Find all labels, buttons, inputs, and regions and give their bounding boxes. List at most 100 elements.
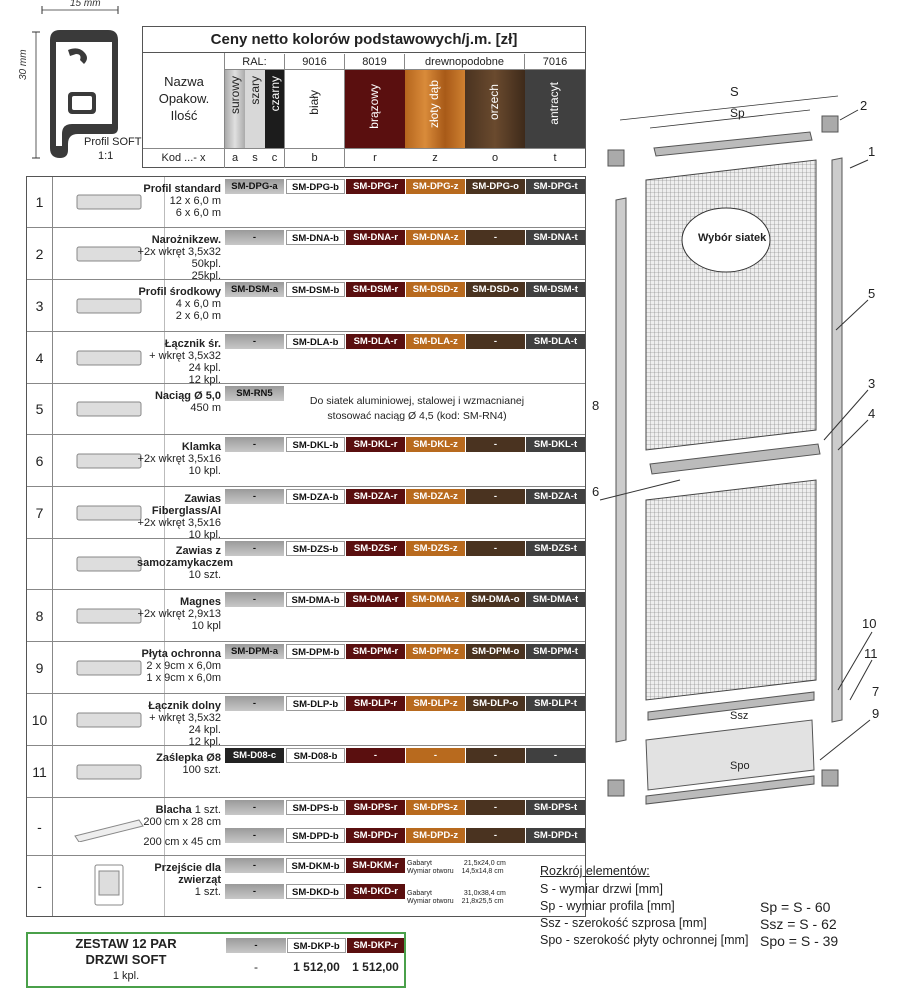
code-z: SM-DPD-z (406, 828, 465, 843)
row-number: 4 (27, 332, 53, 383)
code-t: SM-DSM-t (526, 282, 585, 297)
product-detail: 2 x 9cm x 6,0m (146, 660, 221, 672)
product-detail: 6 x 6,0 m (175, 207, 221, 219)
code-b: SM-DKD-b (286, 884, 345, 899)
code-a: SM-DPM-a (225, 644, 284, 659)
code-t: SM-DPD-t (526, 828, 585, 843)
code-o: SM-DLP-o (466, 696, 525, 711)
door-dim-sp: Sp (730, 106, 745, 120)
code-r: SM-DPM-r (346, 644, 405, 659)
legend-title: Rozkrój elementów: (540, 864, 650, 878)
code-a: SM-DPG-a (225, 179, 284, 194)
product-image (53, 384, 165, 434)
product-image (53, 694, 165, 745)
profile-drawing: 15 mm 30 mm Profil SOFT 1:1 (18, 0, 144, 170)
code-z: SM-DLP-z (406, 696, 465, 711)
zestaw-price-a: - (254, 960, 258, 974)
code-z: SM-DZA-z (406, 489, 465, 504)
product-detail: 12 kpl. (188, 736, 221, 748)
ral-8019: 8019 (345, 54, 405, 70)
row-number: 9 (27, 642, 53, 693)
code-b: SM-DPM-b (286, 644, 345, 659)
product-image (53, 435, 165, 486)
code-r: SM-DKM-r (346, 858, 405, 873)
product-name: Łącznik dolny (148, 700, 221, 712)
code-z: SM-DNA-z (406, 230, 465, 245)
ral-7016: 7016 (525, 54, 585, 70)
code-z: SM-DPM-z (406, 644, 465, 659)
door-bubble-text: Wybór siatek (698, 232, 767, 244)
product-image (53, 746, 165, 797)
product-image (53, 332, 165, 383)
code-o: - (466, 828, 525, 843)
code-t: SM-DPS-t (526, 800, 585, 815)
product-detail: 10 kpl. (188, 529, 221, 541)
header-name-label: Nazwa Opakow. Ilość (158, 74, 210, 123)
code-r: SM-DZS-r (346, 541, 405, 556)
code-z: SM-DKL-z (406, 437, 465, 452)
zestaw-code-r: SM-DKP-r (347, 938, 404, 953)
code-b: SM-DMA-b (286, 592, 345, 607)
code-b: SM-DZS-b (286, 541, 345, 556)
swatch-zloty-dab: złoty dąb (405, 70, 465, 148)
code-a: SM-DSM-a (225, 282, 284, 297)
product-detail: + wkręt 3,5x32 (149, 350, 221, 362)
code-t: SM-DZA-t (526, 489, 585, 504)
code-o: - (466, 748, 525, 763)
product-detail: +2x wkręt 2,9x13 (137, 608, 221, 620)
code-z: - (406, 748, 465, 763)
product-detail: 4 x 6,0 m (175, 298, 221, 310)
code-r: SM-DKL-r (346, 437, 405, 452)
code-a: - (225, 230, 284, 245)
zestaw-title-1: ZESTAW 12 PAR (75, 936, 177, 951)
zestaw-code-b: SM-DKP-b (287, 938, 346, 953)
code-b: SM-DZA-b (286, 489, 345, 504)
code-a: - (225, 489, 284, 504)
swatch-bialy: biały (285, 70, 345, 148)
callout-7: 7 (872, 684, 880, 699)
product-detail: 450 m (190, 402, 221, 414)
price-header-title: Ceny netto kolorów podstawowych/j.m. [zł… (143, 27, 585, 53)
product-detail: 1 x 9cm x 6,0m (146, 672, 221, 684)
code-o: - (466, 437, 525, 452)
code-t: - (526, 748, 585, 763)
product-name: Magnes (180, 596, 221, 608)
code-a: - (225, 541, 284, 556)
product-name: Naciąg Ø 5,0 (154, 390, 221, 402)
product-detail: + wkręt 3,5x32 (149, 712, 221, 724)
legend-line-4: Spo - szerokość płyty ochronnej [mm] (540, 933, 749, 947)
product-detail: +2x wkręt 3,5x32 (137, 246, 221, 258)
profile-width-label: 15 mm (70, 0, 101, 9)
product-image (53, 280, 165, 331)
door-dim-spo: Spo (730, 760, 750, 772)
swatch-surowy: surowy (225, 70, 245, 148)
product-name: Klamka (181, 441, 221, 453)
code-a: - (225, 437, 284, 452)
legend-line-2: Sp - wymiar profila [mm] (540, 899, 675, 913)
code-t: SM-DZS-t (526, 541, 585, 556)
code-z: SM-DPG-z (406, 179, 465, 194)
code-t: SM-DMA-t (526, 592, 585, 607)
product-name: Zawias z samozamykaczem (137, 545, 234, 569)
code-o: SM-DMA-o (466, 592, 525, 607)
product-detail: 10 kpl. (188, 465, 221, 477)
code-a: - (225, 334, 284, 349)
code-z: SM-DLA-z (406, 334, 465, 349)
